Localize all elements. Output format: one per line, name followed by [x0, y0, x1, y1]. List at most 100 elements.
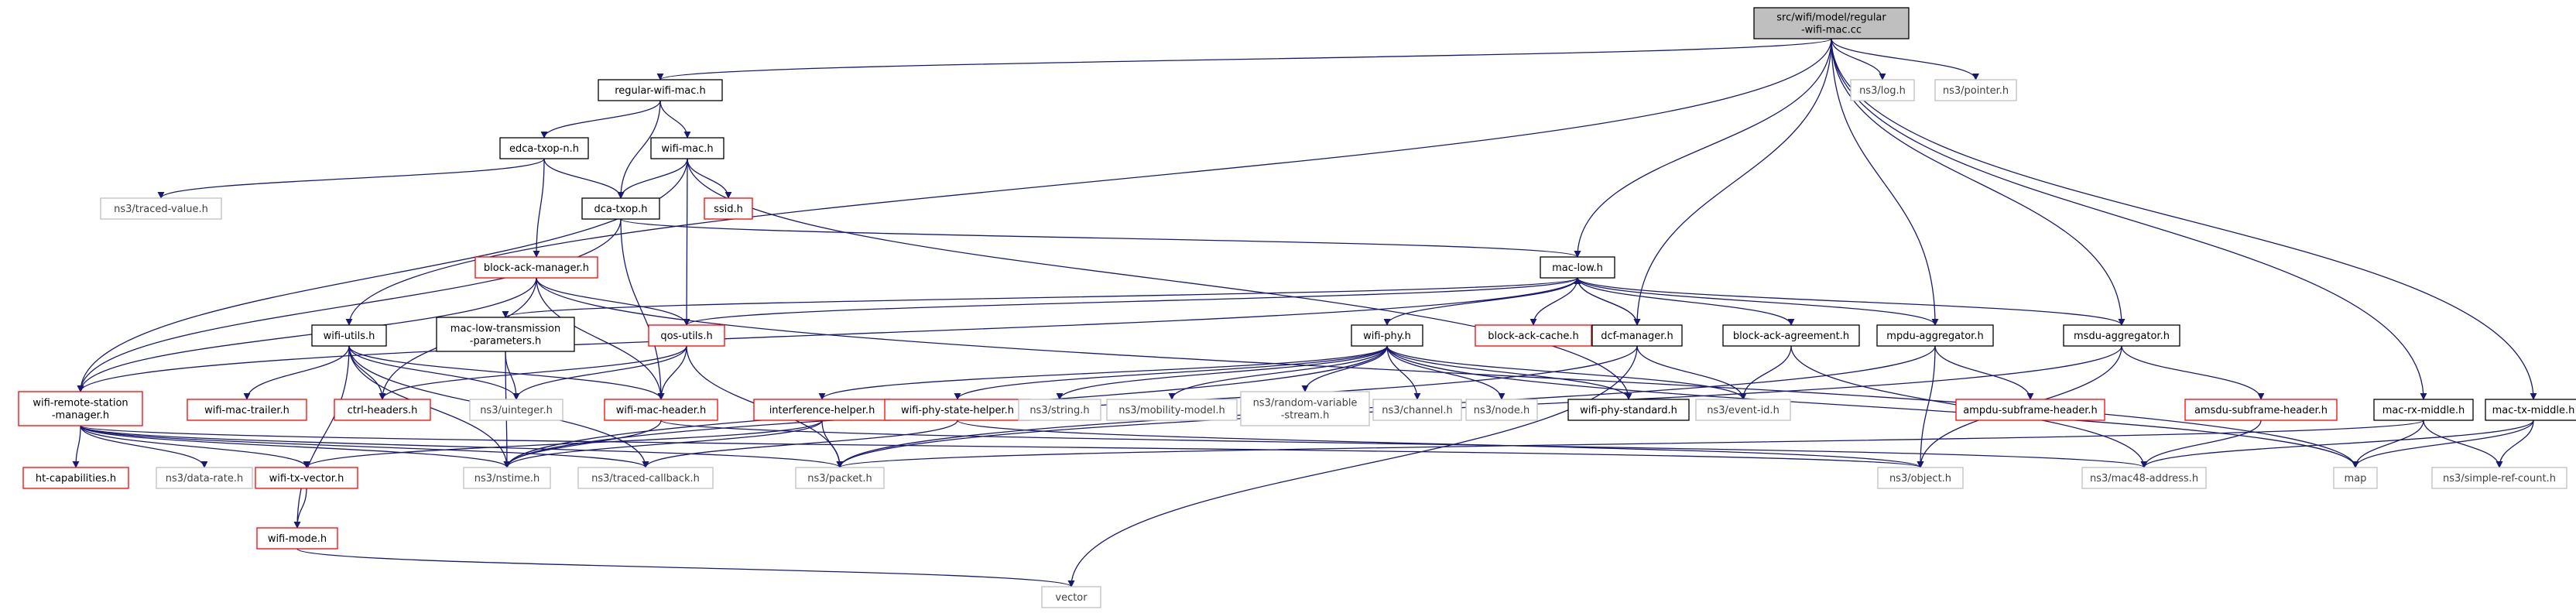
node-label: ns3/packet.h [807, 473, 872, 485]
node-mac-rx-middle[interactable]: mac-rx-middle.h [2373, 399, 2474, 421]
edge-wifi_phy-to-ns3_event_id [1386, 345, 1747, 400]
node-box [604, 399, 718, 421]
edge-root-to-mac_rx_middle [1831, 38, 2427, 400]
node-mac-low-tx-params[interactable]: mac-low-transmission-parameters.h [436, 317, 575, 352]
node-label: src/wifi/model/regular [1776, 12, 1886, 24]
node-wifi-remote-station-manager[interactable]: wifi-remote-station-manager.h [18, 391, 143, 426]
edge-wifi_phy-to-ns3_node [1386, 345, 1506, 400]
node-ht-capabilities[interactable]: ht-capabilities.h [22, 467, 129, 489]
node-label: wifi-remote-station [33, 398, 128, 409]
node-ns3-event-id: ns3/event-id.h [1695, 399, 1791, 421]
edge-mac_low-to-block_ack_cache [1530, 277, 1578, 326]
node-wifi-phy-standard[interactable]: wifi-phy-standard.h [1567, 399, 1690, 421]
edge-root-to-mac_tx_middle [1831, 38, 2537, 400]
node-box [1106, 399, 1238, 421]
node-msdu-aggregator[interactable]: msdu-aggregator.h [2063, 324, 2180, 347]
node-box [1934, 79, 2017, 101]
edge-wifi_remote_station_manager-to-ns3_data_rate [80, 425, 208, 468]
node-interference-helper[interactable]: interference-helper.h [753, 399, 891, 421]
edge-edca_txop_n-to-block_ack_manager [533, 158, 545, 258]
edge-mpdu_aggregator-to-ns3_object [1917, 345, 1936, 468]
node-box [2485, 399, 2576, 421]
node-wifi-mac[interactable]: wifi-mac.h [650, 137, 724, 159]
node-mac-tx-middle[interactable]: mac-tx-middle.h [2485, 399, 2576, 421]
node-box [1850, 79, 1915, 101]
node-box [1877, 467, 1964, 489]
edge-dca_txop-to-mac_low [620, 218, 1581, 258]
node-box [648, 324, 725, 347]
node-root[interactable]: src/wifi/model/regular-wifi-mac.cc [1753, 7, 1910, 39]
node-wifi-mode[interactable]: wifi-mode.h [256, 527, 338, 550]
edge-root-to-msdu_aggregator [1831, 38, 2126, 326]
node-block-ack-cache[interactable]: block-ack-cache.h [1475, 324, 1592, 347]
node-label: ns3/nstime.h [474, 473, 540, 485]
node-wifi-utils[interactable]: wifi-utils.h [311, 324, 387, 347]
node-qos-utils[interactable]: qos-utils.h [648, 324, 725, 347]
node-box [1695, 399, 1791, 421]
edge-block_ack_manager-to-qos_utils [536, 277, 690, 326]
node-label: msdu-aggregator.h [2074, 330, 2170, 342]
edge-mac_low-to-wifi_remote_station_manager [77, 277, 1578, 392]
node-block-ack-manager[interactable]: block-ack-manager.h [474, 256, 598, 279]
node-label: edca-txop-n.h [509, 143, 579, 155]
node-ssid[interactable]: ssid.h [704, 197, 753, 220]
node-ns3-traced-callback: ns3/traced-callback.h [577, 467, 714, 489]
edge-wifi_mac-to-wifi_phy_standard [687, 158, 1632, 400]
node-wifi-phy-state-helper[interactable]: wifi-phy-state-helper.h [884, 399, 1031, 421]
edge-dca_txop-to-wifi_remote_station_manager [77, 218, 622, 392]
node-box [1475, 324, 1592, 347]
edge-wifi_remote_station_manager-to-ns3_traced_callback [80, 425, 649, 468]
node-box [753, 399, 891, 421]
node-regular-wifi-mac-h[interactable]: regular-wifi-mac.h [598, 79, 723, 101]
edge-wifi_utils-to-wifi_mac_trailer [243, 345, 350, 400]
edge-wifi_phy-to-wifi_phy_state_helper [954, 345, 1388, 400]
edge-wifi_phy-to-map [1386, 345, 2359, 468]
node-label: block-ack-manager.h [484, 262, 589, 274]
node-wifi-mac-header[interactable]: wifi-mac-header.h [604, 399, 718, 421]
node-wifi-phy[interactable]: wifi-phy.h [1351, 324, 1423, 347]
node-wifi-tx-vector[interactable]: wifi-tx-vector.h [255, 467, 358, 489]
node-edca-txop-n[interactable]: edca-txop-n.h [499, 137, 589, 159]
node-label: wifi-phy-standard.h [1580, 405, 1677, 416]
edge-mac_tx_middle-to-map [2352, 420, 2534, 468]
edge-root-to-dcf_manager [1633, 38, 1832, 326]
edge-wifi_phy-to-wifi_phy_standard [1386, 345, 1632, 400]
node-box [187, 399, 307, 421]
node-label: qos-utils.h [660, 330, 712, 342]
edge-wifi_phy-to-ns3_mobility_model [1168, 345, 1388, 400]
edge-block_ack_agreement-to-ns3_event_id [1739, 345, 1792, 400]
node-dcf-manager[interactable]: dcf-manager.h [1591, 324, 1683, 347]
edge-mac_tx_middle-to-ns3_mac48_address [2140, 420, 2534, 468]
node-ns3-log: ns3/log.h [1850, 79, 1915, 101]
edge-dcf_manager-to-ns3_event_id [1636, 345, 1747, 400]
node-label: ns3/string.h [1029, 405, 1089, 416]
node-box [100, 197, 222, 220]
node-mpdu-aggregator[interactable]: mpdu-aggregator.h [1876, 324, 1994, 347]
node-box [704, 197, 753, 220]
node-block-ack-agreement[interactable]: block-ack-agreement.h [1722, 324, 1860, 347]
edge-interference_helper-to-wifi_tx_vector [303, 420, 823, 468]
node-label: -parameters.h [470, 336, 541, 348]
node-box [1372, 399, 1462, 421]
node-ns3-pointer: ns3/pointer.h [1934, 79, 2017, 101]
node-box [1591, 324, 1683, 347]
node-box [2063, 324, 2180, 347]
node-label: dca-txop.h [594, 204, 647, 215]
node-box [650, 137, 724, 159]
node-ns3-object: ns3/object.h [1877, 467, 1964, 489]
node-wifi-mac-trailer[interactable]: wifi-mac-trailer.h [187, 399, 307, 421]
edge-wifi_phy-to-ns3_channel [1386, 345, 1421, 400]
edge-regular_wifi_mac_h-to-wifi_mac [659, 100, 691, 139]
node-amsdu-subframe-header[interactable]: amsdu-subframe-header.h [2184, 399, 2338, 421]
node-dca-txop[interactable]: dca-txop.h [581, 197, 660, 220]
node-label: wifi-phy.h [1363, 330, 1411, 342]
node-ctrl-headers[interactable]: ctrl-headers.h [334, 399, 431, 421]
node-label: ns3/random-variable [1253, 398, 1358, 409]
node-label: ns3/uinteger.h [480, 405, 553, 416]
node-mac-low[interactable]: mac-low.h [1540, 256, 1615, 279]
edge-wifi_utils-to-ns3_uinteger [348, 345, 520, 400]
node-label: wifi-utils.h [324, 330, 375, 342]
node-box [256, 527, 338, 550]
node-ampdu-subframe-header[interactable]: ampdu-subframe-header.h [1955, 399, 2105, 421]
edge-dcf_manager-to-vector [1067, 345, 1638, 587]
